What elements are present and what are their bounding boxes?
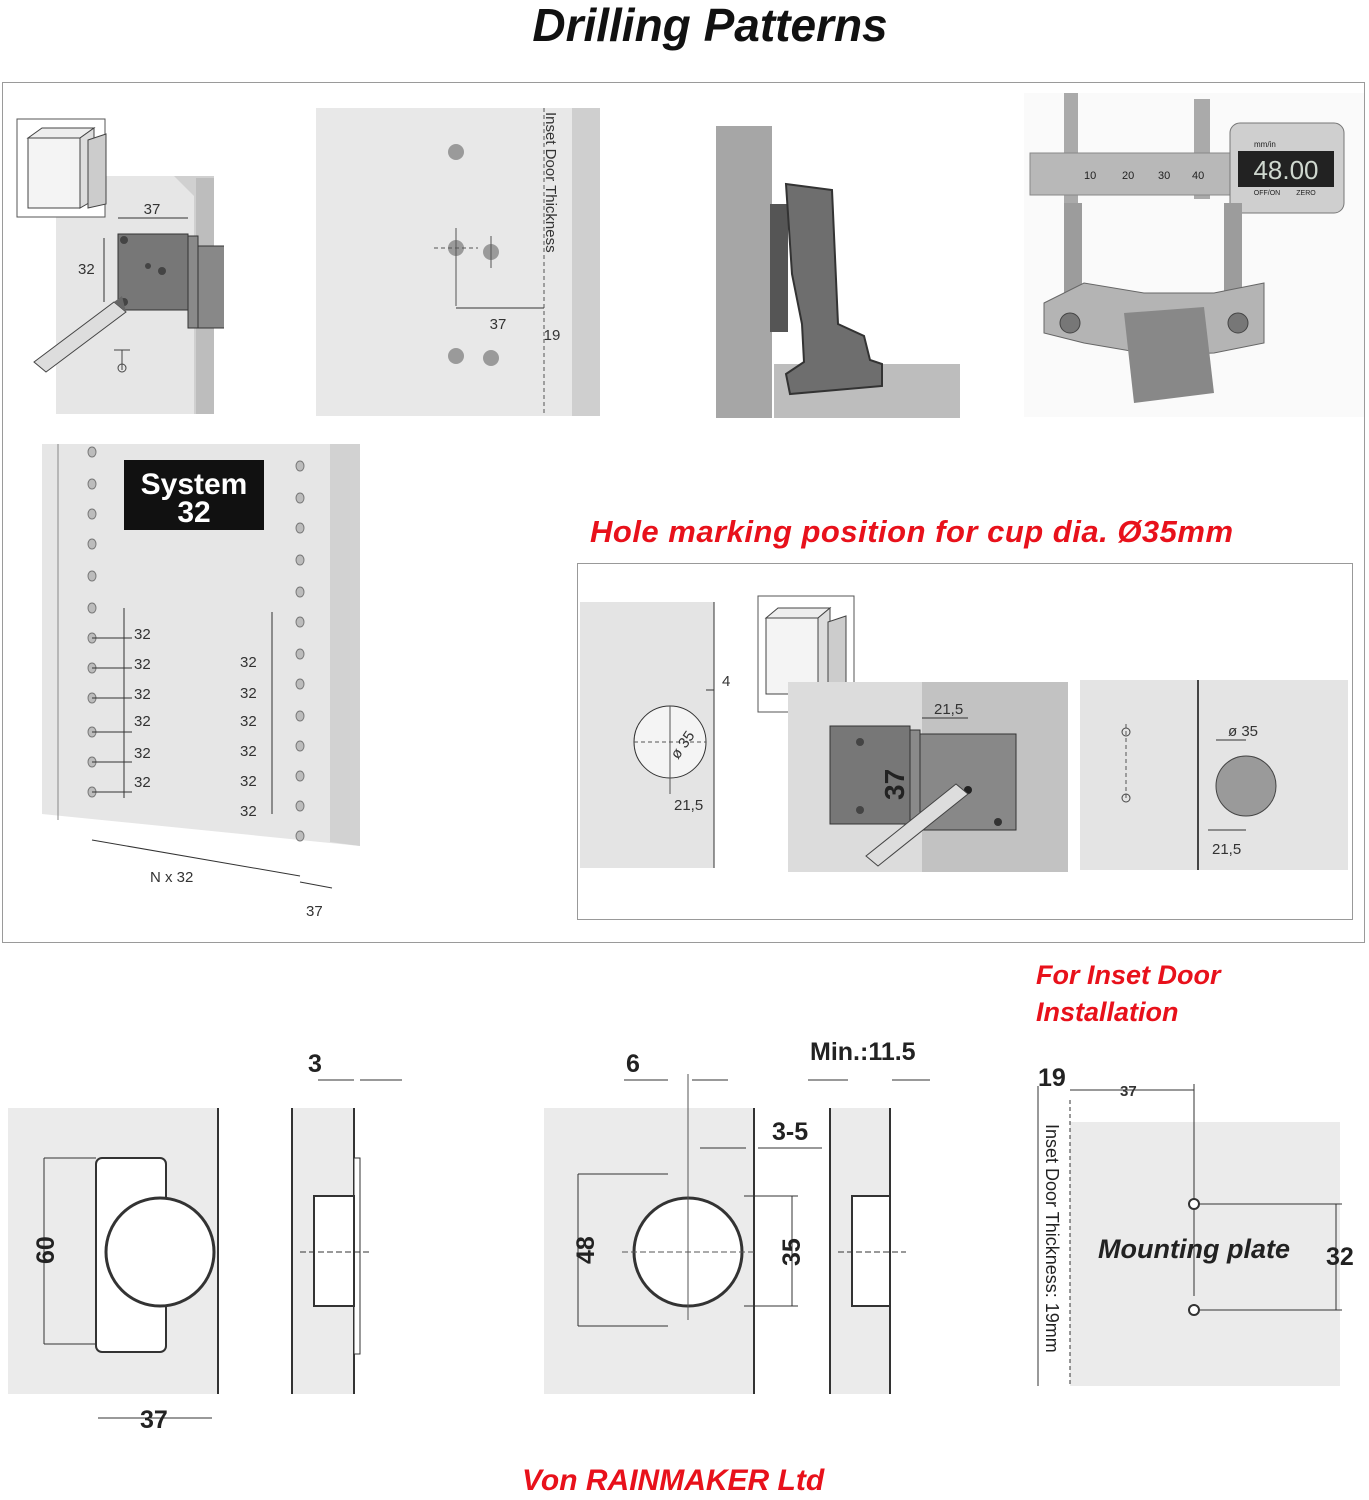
inset-door-thickness-label: Inset Door Thickness	[542, 112, 559, 253]
bottom-drawings: 60 37 3 48 35 3-5 6 Min.:11.5	[8, 1040, 930, 1434]
right-dim-5: 32	[240, 773, 257, 790]
cabinet-icon	[26, 127, 107, 209]
dim-37: 37	[144, 201, 161, 218]
right-dim-6: 32	[240, 803, 257, 820]
right-dim-1: 32	[240, 654, 257, 671]
left-dim-4: 32	[134, 713, 151, 730]
system32-panel: System 32 32 32 32 32 32 32 32 32 32 32 …	[42, 444, 360, 920]
dim-37-rotated: 37	[879, 769, 910, 800]
page-title: Drilling Patterns	[532, 0, 888, 51]
caliper-photo: 10 20 30 40 mm/in 48.00 OFF/ON ZERO	[1024, 93, 1364, 417]
n-x-32-label: N x 32	[150, 869, 193, 886]
dim-3-5: 3-5	[772, 1118, 808, 1146]
mounting-plate-label: Mounting plate	[1098, 1234, 1290, 1264]
bottom-dim-37: 37	[306, 903, 323, 920]
caliper-scale-30: 30	[1158, 170, 1170, 182]
pencil-icon	[33, 296, 127, 373]
dim-3: 3	[308, 1050, 322, 1078]
inset-heading-line1: For Inset Door	[1036, 960, 1221, 990]
left-dim-6: 32	[134, 774, 151, 791]
dim-32: 32	[78, 261, 95, 278]
dim-21-5-right: 21,5	[1212, 841, 1241, 858]
drilling-template	[117, 233, 224, 329]
dim-32-inset: 32	[1326, 1243, 1354, 1271]
dim-37: 37	[490, 316, 507, 333]
caliper-scale-20: 20	[1122, 170, 1134, 182]
inset-door-thickness-19mm: Inset Door Thickness: 19mm	[1042, 1124, 1062, 1353]
dia-35-right: ø 35	[1228, 723, 1258, 740]
hinge-section-panel	[716, 126, 960, 418]
caliper-scale-10: 10	[1084, 170, 1096, 182]
hole-marking-frame	[577, 563, 1353, 920]
dim-37-inset: 37	[1120, 1083, 1137, 1100]
left-dim-1: 32	[134, 626, 151, 643]
dim-19: 19	[544, 327, 561, 344]
dim-21-5-left: 21,5	[674, 797, 703, 814]
caliper-readout: 48.00	[1253, 155, 1318, 185]
inset-mounting-drawing: 19 37 32 Mounting plate Inset Door Thick…	[1037, 1064, 1354, 1386]
hole-marking-heading: Hole marking position for cup dia. Ø35mm	[590, 514, 1234, 549]
dim-37-bottom: 37	[140, 1406, 168, 1434]
dim-4: 4	[722, 673, 730, 690]
caliper-zero: ZERO	[1296, 190, 1316, 197]
system32-logo-line2: 32	[177, 496, 210, 529]
upper-frame	[2, 82, 1365, 943]
caliper-unit: mm/in	[1254, 140, 1276, 149]
dim-60: 60	[32, 1236, 60, 1264]
left-dim-3: 32	[134, 686, 151, 703]
dim-21-5-mid: 21,5	[934, 701, 963, 718]
left-dim-5: 32	[134, 745, 151, 762]
dim-35: 35	[778, 1238, 806, 1266]
caliper-off-on: OFF/ON	[1254, 190, 1280, 197]
hole-marking-panel: 4 ø 35 21,5 37 21,5 ø 35 21,5	[580, 595, 1348, 872]
left-dim-2: 32	[134, 656, 151, 673]
hole-pattern-panel: 37 19 Inset Door Thickness	[316, 108, 600, 416]
dim-6: 6	[626, 1050, 640, 1078]
cabinet-icon-2	[764, 606, 847, 695]
right-dim-4: 32	[240, 743, 257, 760]
system32-logo-line1: System	[141, 468, 248, 501]
dim-48: 48	[572, 1236, 600, 1264]
template-panel: 37 32	[16, 118, 224, 414]
footer-credit: Von RAINMAKER Ltd	[522, 1464, 825, 1497]
dim-19-inset: 19	[1038, 1064, 1066, 1092]
right-dim-2: 32	[240, 685, 257, 702]
caliper-scale-40: 40	[1192, 170, 1204, 182]
min-11-5: Min.:11.5	[810, 1040, 916, 1066]
inset-heading-line2: Installation	[1036, 997, 1179, 1027]
right-dim-3: 32	[240, 713, 257, 730]
inset-heading: For Inset Door Installation	[1036, 957, 1221, 1031]
